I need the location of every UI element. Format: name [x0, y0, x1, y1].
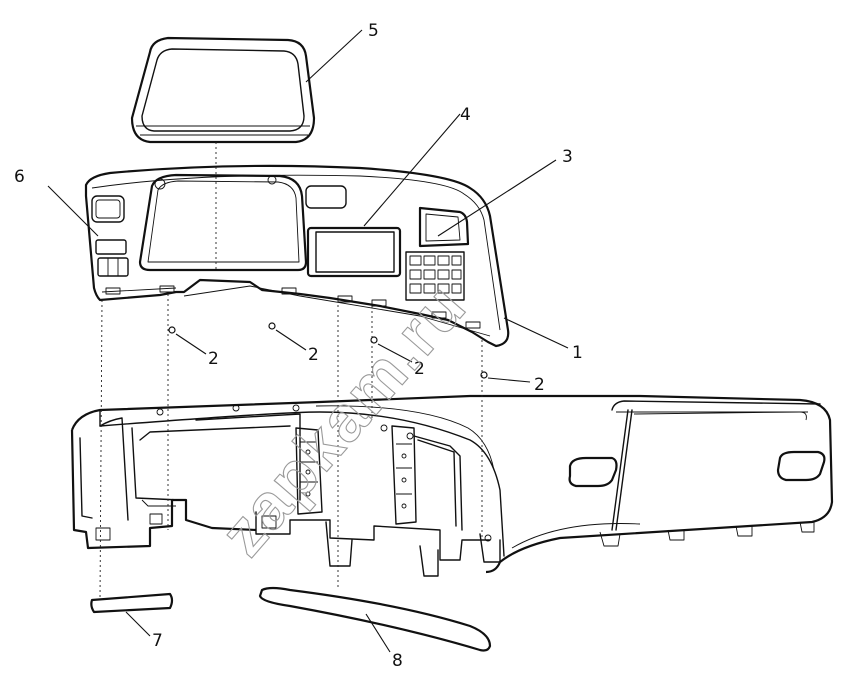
callout-2b: 2 — [308, 345, 319, 365]
callout-3: 3 — [562, 147, 573, 167]
callout-5: 5 — [368, 21, 379, 41]
callout-6: 6 — [14, 167, 25, 187]
alignment-lines — [99, 142, 483, 601]
callout-7: 7 — [152, 631, 163, 651]
part-8-curved-trim — [258, 586, 492, 652]
callout-labels: 5 4 3 6 1 2 2 2 2 7 8 — [14, 21, 583, 671]
watermark: zapkam.ru — [206, 269, 480, 569]
callout-2d: 2 — [534, 375, 545, 395]
part-7-trim-strip — [90, 592, 174, 614]
callout-2a: 2 — [208, 349, 219, 369]
part-6-dash-bezel — [84, 164, 510, 348]
callout-4: 4 — [460, 105, 471, 125]
leader-lines — [47, 29, 569, 653]
callout-8: 8 — [392, 651, 403, 671]
part-2-clips — [168, 322, 488, 379]
callout-2c: 2 — [414, 359, 425, 379]
part-1-instrument-panel — [70, 394, 834, 577]
part-5-cluster-hood — [130, 36, 316, 144]
callout-1: 1 — [572, 343, 583, 363]
switch-grid — [405, 251, 465, 301]
